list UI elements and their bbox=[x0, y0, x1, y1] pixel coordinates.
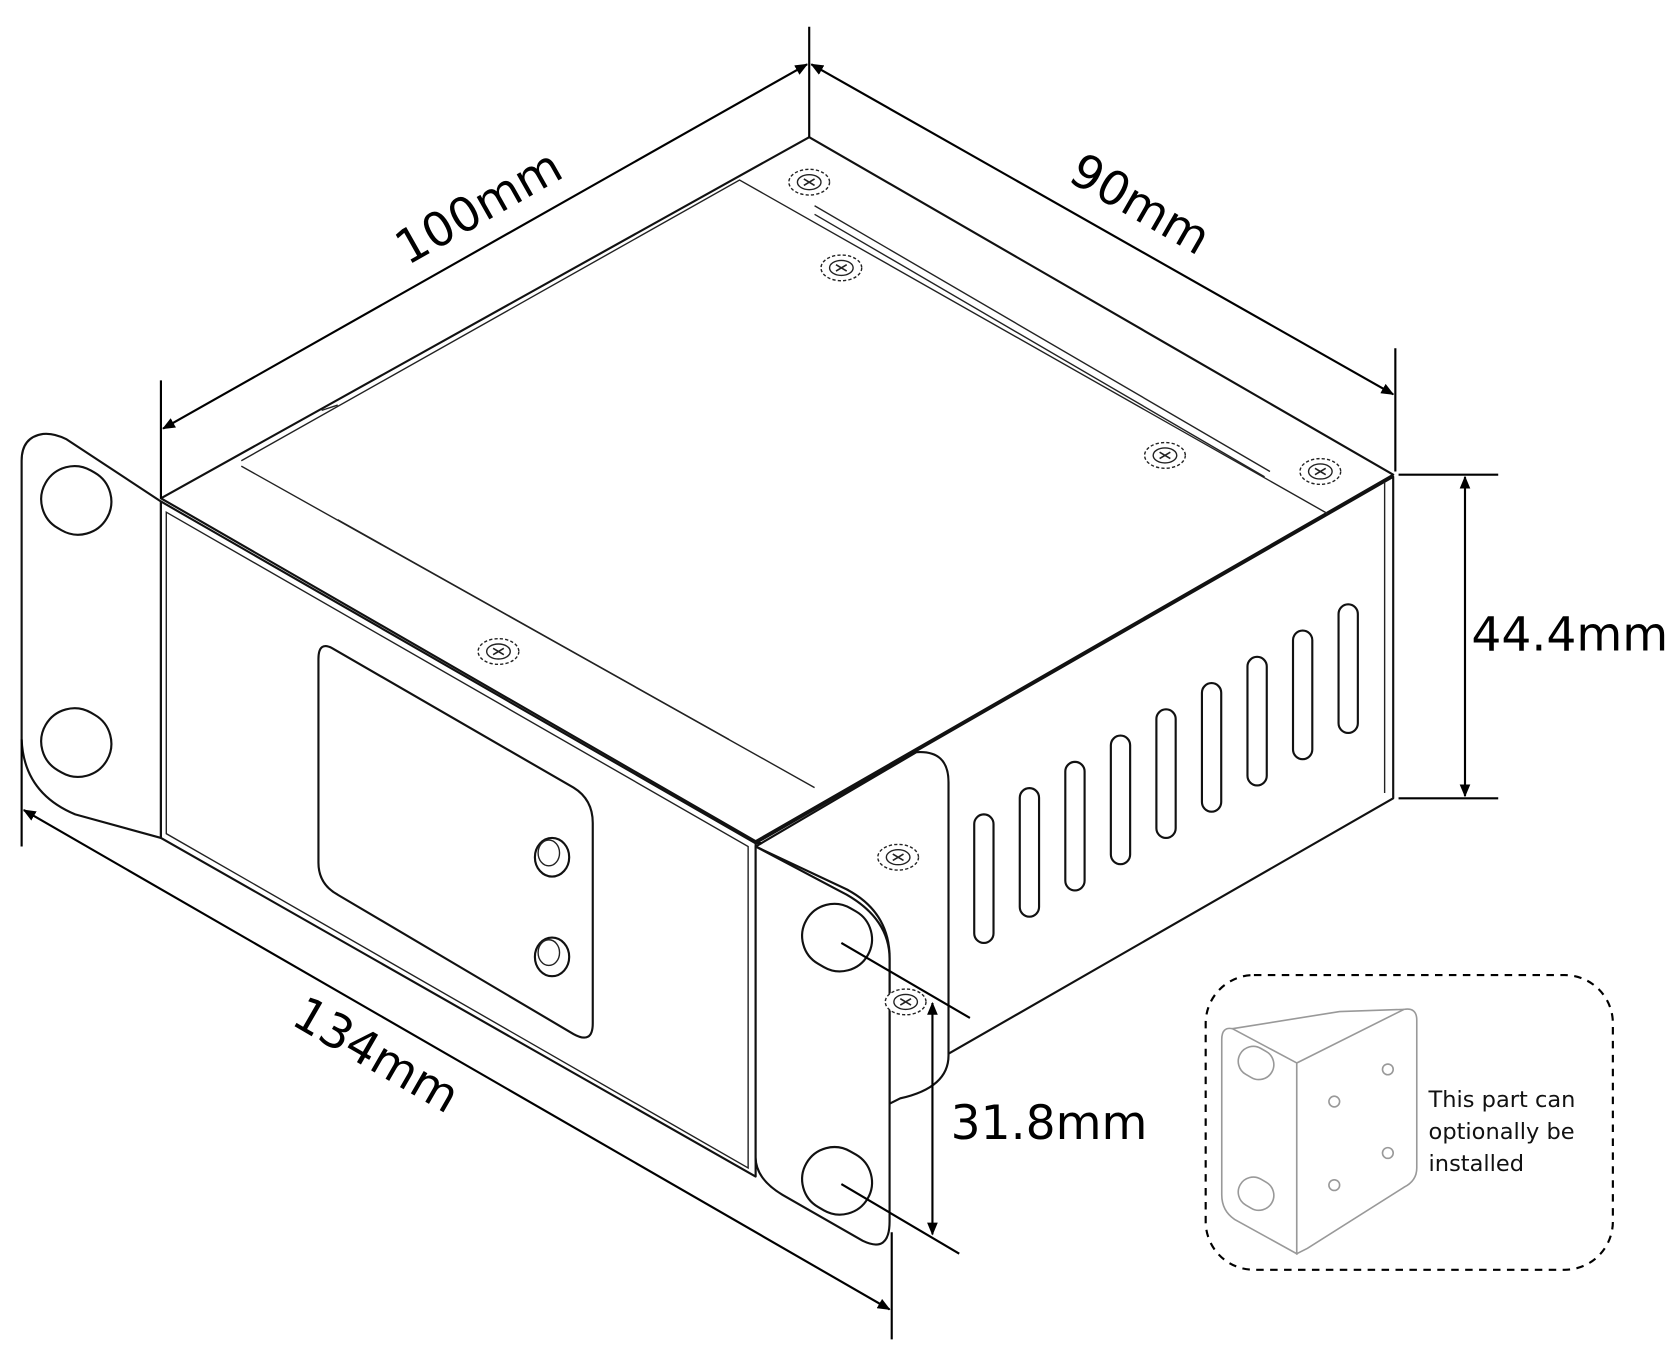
vent-slots bbox=[973, 603, 1359, 945]
vent-slot bbox=[1018, 787, 1041, 918]
left-rack-bracket bbox=[20, 432, 162, 840]
screw-icon bbox=[477, 637, 520, 666]
dimension-label-44-4mm: 44.4mm bbox=[1471, 607, 1668, 662]
vent-slot bbox=[1246, 655, 1268, 787]
screw-icon bbox=[820, 254, 863, 282]
vent-slot bbox=[1064, 760, 1086, 892]
vent-slot bbox=[1291, 629, 1314, 761]
screw-icon bbox=[877, 843, 920, 871]
screw-icon bbox=[788, 168, 831, 196]
dimension-44-4mm: 44.4mm bbox=[1398, 473, 1668, 800]
vent-slot bbox=[973, 813, 995, 945]
optional-bracket-inset: This part can optionally be installed bbox=[1204, 974, 1614, 1271]
inset-note-line-3: installed bbox=[1429, 1151, 1524, 1177]
screw-icon bbox=[1143, 441, 1187, 469]
screw-icon bbox=[1299, 457, 1342, 486]
inset-note-line-2: optionally be bbox=[1429, 1119, 1575, 1145]
dimension-31-8mm: 31.8mm bbox=[840, 942, 1148, 1255]
dimension-label-134mm: 134mm bbox=[284, 986, 469, 1125]
vent-slot bbox=[1200, 682, 1223, 813]
dimension-label-31-8mm: 31.8mm bbox=[951, 1096, 1148, 1151]
dimension-label-100mm: 100mm bbox=[386, 139, 571, 276]
vent-slot bbox=[1337, 603, 1359, 735]
screw-icon bbox=[884, 988, 927, 1016]
vent-slot bbox=[1109, 734, 1132, 866]
vent-slot bbox=[1155, 708, 1177, 840]
dimension-label-90mm: 90mm bbox=[1060, 143, 1219, 267]
inset-note-line-1: This part can bbox=[1428, 1087, 1576, 1113]
